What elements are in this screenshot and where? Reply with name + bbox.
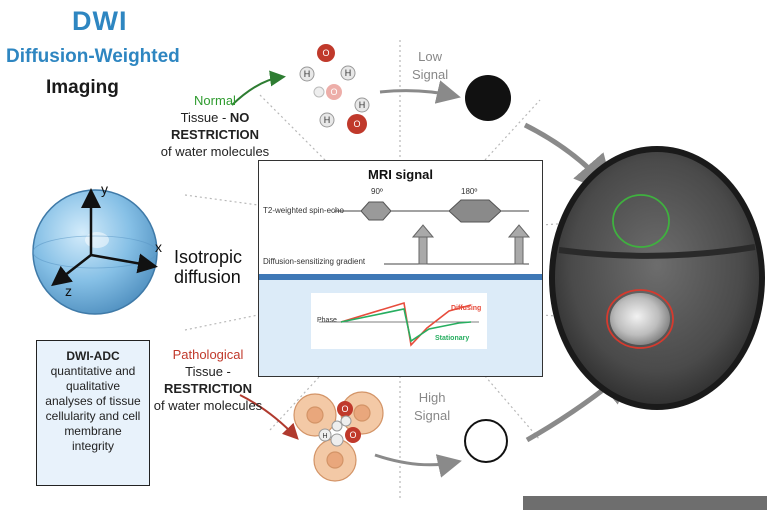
svg-text:O: O xyxy=(322,48,329,58)
gradient-label: Diffusion-sensitizing gradient xyxy=(263,257,366,266)
mri-signal-title: MRI signal xyxy=(367,167,433,182)
mri-signal-panel: MRI signal 90º 180º T2-weighted spin-ech… xyxy=(258,160,543,377)
normal-tissue-line: Tissue - NO RESTRICTION xyxy=(170,110,260,142)
cells-restricted-icon: O O H xyxy=(293,391,384,482)
high-signal-label: High Signal xyxy=(414,390,451,423)
angle-180-label: 180º xyxy=(461,187,478,196)
title-dwi: DWI xyxy=(72,6,128,36)
title-diffusion-weighted: Diffusion-Weighted xyxy=(6,46,180,68)
isotropic-diffusion-label: Isotropic diffusion xyxy=(174,247,243,287)
svg-text:z: z xyxy=(65,283,72,299)
pulse-sequence-diagram xyxy=(259,199,542,376)
adc-text: quantitative and qualitative analyses of… xyxy=(45,364,141,453)
mri-scan-image xyxy=(549,146,765,410)
adc-title: DWI-ADC xyxy=(66,349,120,363)
title-imaging: Imaging xyxy=(46,77,119,98)
water-molecules-normal-icon: O H H O H H O xyxy=(299,44,370,134)
bottom-scrollbar[interactable] xyxy=(523,496,767,510)
svg-text:O: O xyxy=(353,119,360,129)
svg-text:O: O xyxy=(349,430,356,440)
title-line2-text: Diffusion-Weighted xyxy=(6,46,180,67)
low-signal-arrow xyxy=(379,80,461,104)
high-signal-circle xyxy=(464,419,508,463)
svg-text:H: H xyxy=(359,100,366,110)
pathological-rest-line: of water molecules xyxy=(153,398,263,413)
normal-rest-line: of water molecules xyxy=(160,144,270,159)
normal-tissue-text: Normal Tissue - NO RESTRICTION of water … xyxy=(160,92,270,160)
angle-90-label: 90º xyxy=(371,187,383,196)
pathological-tissue-line: Tissue - xyxy=(185,364,231,379)
pathological-arrow xyxy=(239,394,299,440)
svg-text:H: H xyxy=(304,69,311,79)
svg-text:O: O xyxy=(330,87,337,97)
diffusing-label: Diffusing xyxy=(451,305,482,312)
svg-text:x: x xyxy=(155,239,162,255)
svg-text:H: H xyxy=(322,433,327,440)
dwi-adc-box: DWI-ADC quantitative and qualitative ana… xyxy=(36,340,150,486)
svg-text:H: H xyxy=(345,68,352,78)
pathological-label: Pathological xyxy=(172,347,244,362)
normal-arrow xyxy=(231,70,286,106)
stationary-label: Stationary xyxy=(435,335,470,342)
high-signal-arrow xyxy=(374,453,462,478)
spin-echo-label: T2-weighted spin-echo xyxy=(263,206,344,215)
low-signal-label: Low Signal xyxy=(412,49,449,82)
pathological-tissue-text: Pathological Tissue - RESTRICTION of wat… xyxy=(148,346,268,414)
low-signal-circle xyxy=(465,75,511,121)
isotropic-sphere-icon: y x z xyxy=(32,181,162,315)
svg-text:H: H xyxy=(324,115,331,125)
phase-label: Phase xyxy=(317,317,337,324)
pathological-restriction: RESTRICTION xyxy=(163,381,253,396)
normal-label: Normal xyxy=(194,93,236,108)
svg-text:O: O xyxy=(341,404,348,414)
svg-text:y: y xyxy=(101,181,108,197)
